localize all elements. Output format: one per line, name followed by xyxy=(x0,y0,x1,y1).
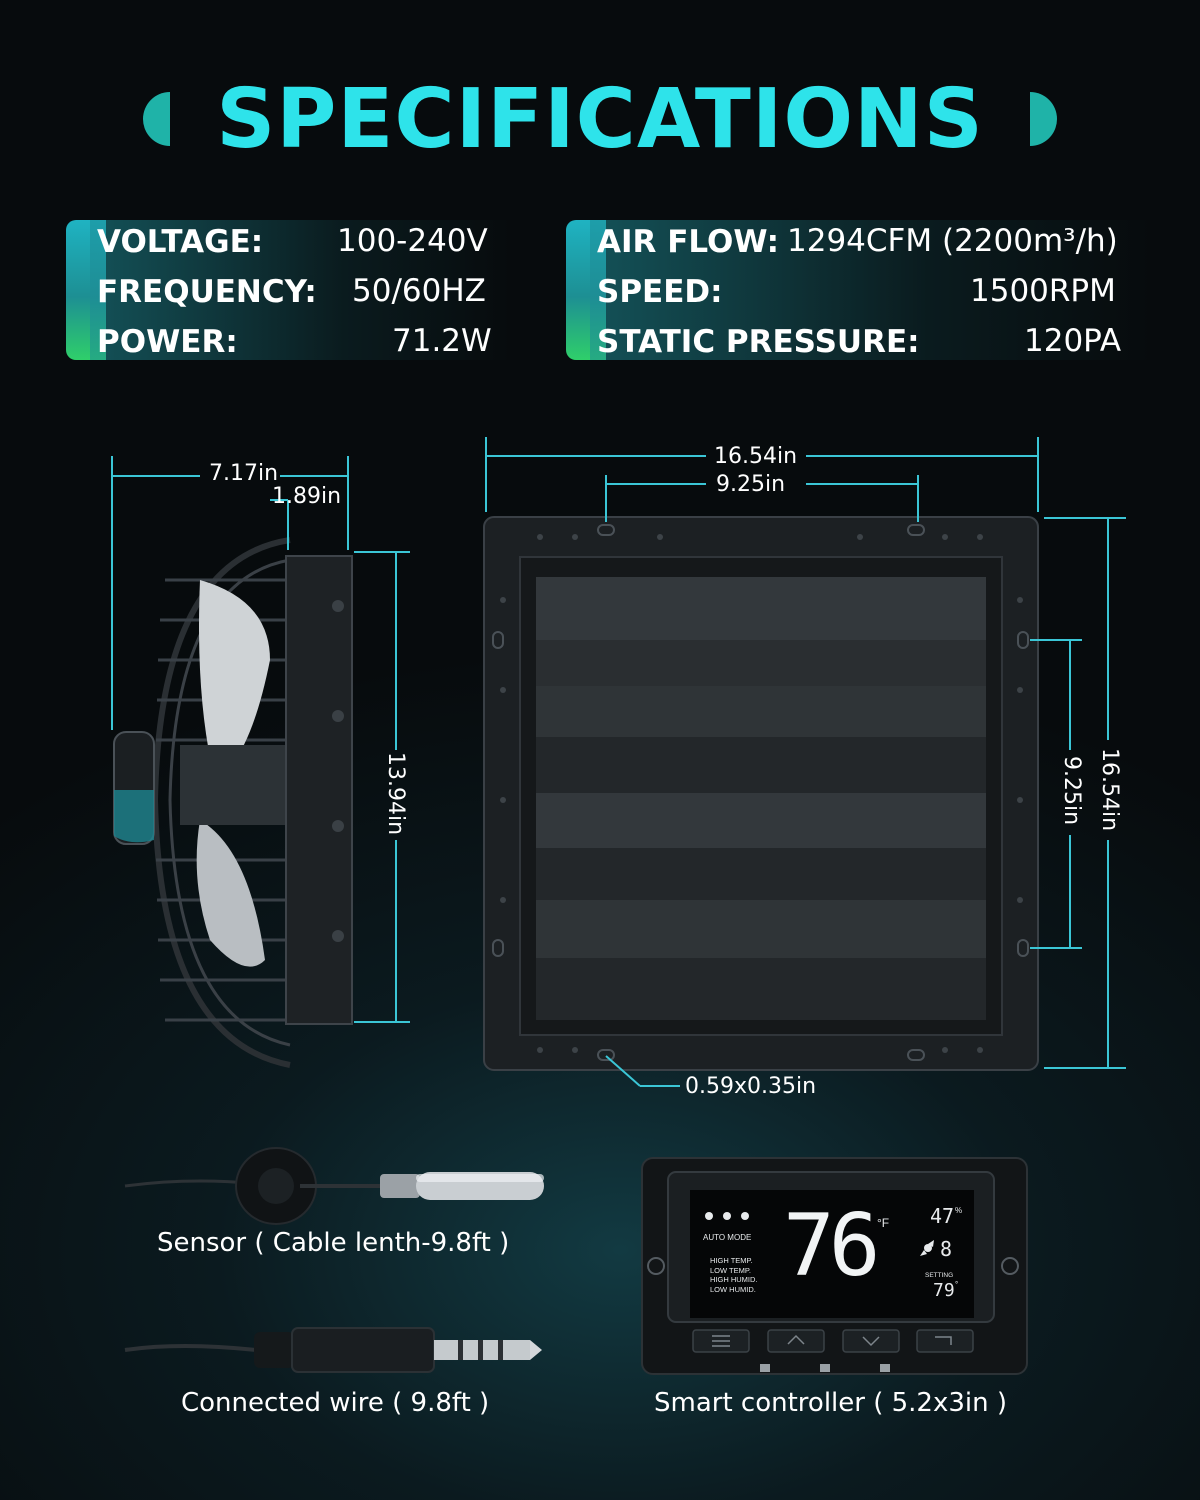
spec-row-frequency: FREQUENCY: xyxy=(97,266,317,316)
spec-value: 1500RPM xyxy=(970,273,1116,309)
spec-value: 50/60HZ xyxy=(352,273,486,309)
front-width-label: 16.54in xyxy=(714,444,798,469)
left-bracket-icon xyxy=(143,92,170,146)
wire-caption: Connected wire ( 9.8ft ) xyxy=(181,1388,490,1418)
alert-item: HIGH TEMP. xyxy=(710,1256,753,1265)
controller-mode: AUTO MODE xyxy=(703,1233,752,1242)
spec-row-power: POWER: xyxy=(97,316,238,366)
controller-fan-speed: 8 xyxy=(940,1237,953,1261)
spec-label: SPEED: xyxy=(597,274,723,310)
controller-alerts: HIGH TEMP. LOW TEMP. HIGH HUMID. LOW HUM… xyxy=(710,1256,758,1294)
right-bracket-icon xyxy=(1030,92,1057,146)
spec-row-voltage: VOLTAGE: xyxy=(97,216,263,266)
spec-label: STATIC PRESSURE: xyxy=(597,324,920,360)
side-flange-depth-label: 1.89in xyxy=(272,484,342,509)
spec-row-airflow: AIR FLOW: xyxy=(597,216,779,266)
spec-row-static-pressure: STATIC PRESSURE: xyxy=(597,316,920,366)
alert-item: LOW HUMID. xyxy=(710,1284,756,1294)
controller-setting-value: 79 xyxy=(933,1280,955,1301)
spec-label: FREQUENCY: xyxy=(97,274,317,310)
spec-label: VOLTAGE: xyxy=(97,224,264,260)
side-height-label: 13.94in xyxy=(383,752,408,836)
spec-value: 71.2W xyxy=(392,323,492,359)
spec-row-speed: SPEED: xyxy=(597,266,723,316)
spec-label: POWER: xyxy=(97,324,238,360)
alert-item: HIGH HUMID. xyxy=(710,1275,758,1284)
front-height-label: 16.54in xyxy=(1097,748,1122,832)
side-depth-label: 7.17in xyxy=(209,461,279,486)
page-title: SPECIFICATIONS xyxy=(216,72,984,167)
alert-item: LOW TEMP. xyxy=(710,1265,751,1275)
spec-band-left xyxy=(90,220,510,360)
spec-label: AIR FLOW: xyxy=(597,224,780,260)
controller-setting-unit: ° xyxy=(955,1280,959,1289)
front-hole-spacing-top-label: 9.25in xyxy=(716,472,786,497)
controller-humidity-unit: % xyxy=(955,1206,963,1215)
front-hole-spacing-side-label: 9.25in xyxy=(1059,756,1084,826)
front-slot-size-label: 0.59x0.35in xyxy=(685,1074,817,1099)
controller-temp-unit: °F xyxy=(877,1216,890,1230)
controller-setting-label: SETTING xyxy=(925,1272,954,1279)
spec-value: 1294CFM (2200m³/h) xyxy=(787,223,1118,259)
controller-caption: Smart controller ( 5.2x3in ) xyxy=(654,1388,1008,1418)
controller-humidity: 47 xyxy=(930,1204,955,1228)
spec-value: 100-240V xyxy=(337,223,488,259)
spec-band-right xyxy=(590,220,1150,360)
sensor-caption: Sensor ( Cable lenth-9.8ft ) xyxy=(157,1228,510,1258)
controller-temperature: 76 xyxy=(783,1196,881,1296)
spec-value: 120PA xyxy=(1024,323,1122,359)
